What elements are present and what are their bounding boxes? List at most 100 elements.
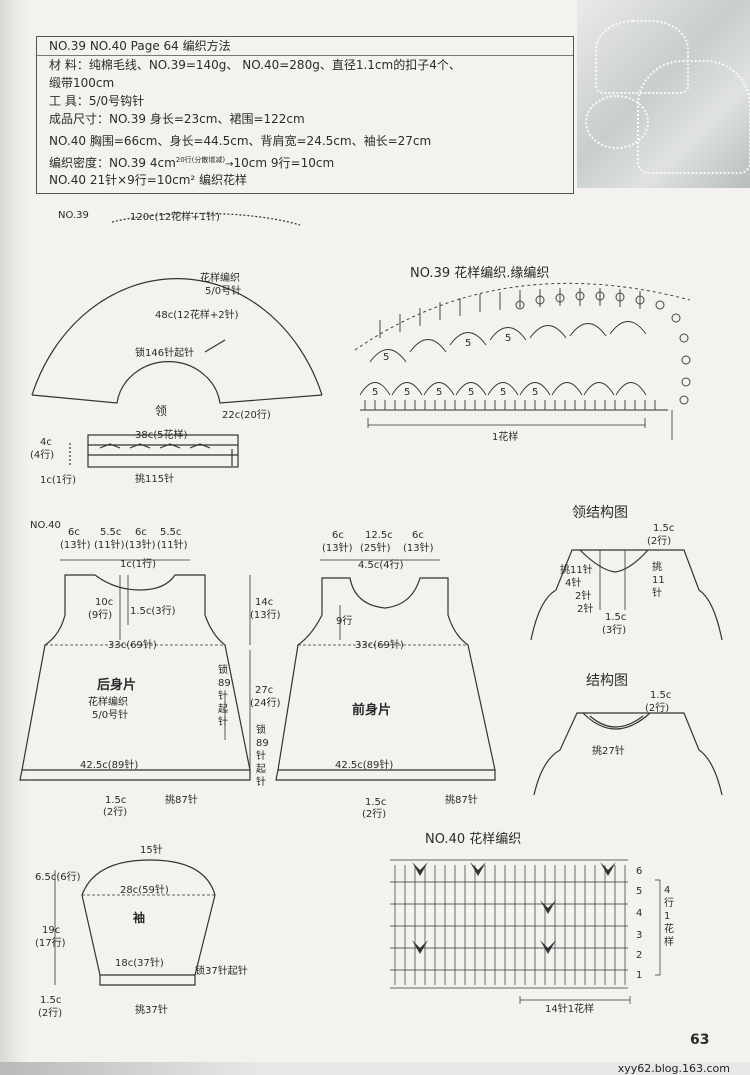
no39-top-width: 120c(12花样+1针) [130, 212, 220, 223]
chart39-mark: 5 [436, 387, 443, 398]
collar-l2: 4针 [565, 578, 582, 589]
collar-rr3: 针 [652, 588, 662, 599]
chart40-side: 花 [664, 924, 674, 935]
no39-start: 锁146针起针 [135, 348, 195, 359]
chart39-mark: 5 [404, 387, 411, 398]
sleeve-start: 锁37针起针 [195, 966, 248, 977]
back-neck-depth: 1c(1行) [120, 559, 157, 570]
band-h2: (4行) [30, 450, 55, 461]
back-hem-h2: (2行) [103, 807, 128, 818]
chain-label: 起 [256, 764, 266, 775]
struct-title: 结构图 [586, 673, 628, 689]
collar-title: 领结构图 [572, 505, 628, 521]
chain-label: 针 [256, 751, 266, 762]
no39-name: 领 [155, 404, 168, 418]
chain-label: 针 [256, 777, 266, 788]
chart40-row: 6 [636, 866, 643, 877]
chart40-row: 2 [636, 950, 643, 961]
chart40-row: 1 [636, 970, 643, 981]
no39-tag: NO.39 [58, 210, 89, 221]
band-h1: 4c [40, 437, 52, 448]
chart39-title: NO.39 花样编织.缘编织 [410, 266, 550, 281]
back-top-w: 5.5c [160, 527, 182, 538]
watermark: xyy62.blog.163.com [617, 1062, 730, 1075]
chart40-row: 3 [636, 930, 643, 941]
chart39-mark: 5 [468, 387, 475, 398]
side-mid2: (24行) [250, 698, 281, 709]
no39-pattern1: 花样编织 [200, 273, 240, 284]
band-pick: 挑115针 [135, 474, 175, 485]
front-top-s: (25针) [360, 543, 391, 554]
chart40-side: 4 [664, 885, 671, 896]
collar-r2: (2行) [647, 536, 672, 547]
chart39-mark: 5 [372, 387, 379, 398]
side-mid1: 27c [255, 685, 274, 696]
sleeve-cuff: 18c(37针) [115, 958, 164, 969]
garment-photo [577, 0, 750, 188]
front-hem-h1: 1.5c [365, 797, 387, 808]
chart40-repeat: 14针1花样 [545, 1004, 595, 1015]
back-arm-d2: (9行) [88, 610, 113, 621]
chart40-side: 样 [664, 937, 674, 948]
size-line-40: NO.40 胸围=66cm、身长=44.5cm、背肩宽=24.5cm、袖长=27… [49, 134, 432, 148]
back-pick: 挑87针 [165, 795, 198, 806]
sleeve-h2: (2行) [38, 1008, 63, 1019]
band-width: 38c(5花样) [135, 430, 188, 441]
back-top-w: 6c [68, 527, 80, 538]
back-hem-h1: 1.5c [105, 795, 127, 806]
back-top-w: 5.5c [100, 527, 122, 538]
back-top-s: (11针) [94, 540, 125, 551]
sleeve-pick: 挑37针 [135, 1005, 168, 1016]
back-top-s: (11针) [157, 540, 188, 551]
collar-l3: 2针 [575, 591, 592, 602]
back-p2: 5/0号针 [92, 710, 129, 721]
chain-label: 89 [218, 678, 231, 689]
chain-label: 锁 [218, 665, 228, 676]
no39-pattern2: 5/0号针 [205, 286, 242, 297]
back-top-w: 6c [135, 527, 147, 538]
collar-l1: 挑11针 [560, 565, 593, 576]
collar-rr1: 挑 [652, 562, 662, 573]
back-top-s: (13针) [60, 540, 91, 551]
collar-l4: 2针 [577, 604, 594, 615]
front-pick: 挑87针 [445, 795, 478, 806]
sleeve-name: 袖 [133, 911, 146, 925]
struct-r2: (2行) [645, 703, 670, 714]
back-arm-r: 1.5c(3行) [130, 606, 176, 617]
page-number: 63 [690, 1032, 710, 1048]
chart40-row: 4 [636, 908, 643, 919]
front-top-s: (13针) [322, 543, 353, 554]
materials-line-2: 缎带100cm [49, 76, 115, 90]
instructions-box: NO.39 NO.40 Page 64 编织方法 材 料：纯棉毛线、NO.39=… [36, 36, 574, 194]
back-top-s: (13针) [125, 540, 156, 551]
collar-bot1: 1.5c [605, 612, 627, 623]
chain-label: 针 [218, 717, 228, 728]
chain-label: 起 [218, 704, 228, 715]
chart40-row: 5 [636, 886, 643, 897]
header-line: NO.39 NO.40 Page 64 编织方法 [49, 39, 231, 53]
chart40-side: 行 [664, 898, 674, 909]
tools-line: 工 具：5/0号钩针 [49, 94, 145, 108]
sleeve-cap: 6.5c(6行) [35, 872, 81, 883]
collar-bot2: (3行) [602, 625, 627, 636]
chain-label: 锁 [256, 725, 266, 736]
side-top1: 14c [255, 597, 274, 608]
back-hem: 42.5c(89针) [80, 760, 139, 771]
no39-bottom: 22c(20行) [222, 410, 271, 421]
gauge-line-39: 编织密度：NO.39 4cm20行(分散增减)→10cm 9行=10cm [49, 156, 335, 170]
front-top-w: 6c [412, 530, 424, 541]
back-chest: 33c(69针) [108, 640, 157, 651]
sleeve-upper: 28c(59针) [120, 885, 169, 896]
back-arm-d1: 10c [95, 597, 114, 608]
sleeve-len2: (17行) [35, 938, 66, 949]
struct-pick: 挑27针 [592, 746, 625, 757]
front-chest: 33c(69针) [355, 640, 404, 651]
chart39-mark: 5 [465, 338, 472, 349]
front-arm: 9行 [336, 616, 353, 627]
front-top-w: 6c [332, 530, 344, 541]
gauge-line-40: NO.40 21针×9行=10cm² 编织花样 [49, 173, 248, 187]
chart39-mark: 5 [500, 387, 507, 398]
front-hem-h2: (2行) [362, 809, 387, 820]
side-top2: (13行) [250, 610, 281, 621]
